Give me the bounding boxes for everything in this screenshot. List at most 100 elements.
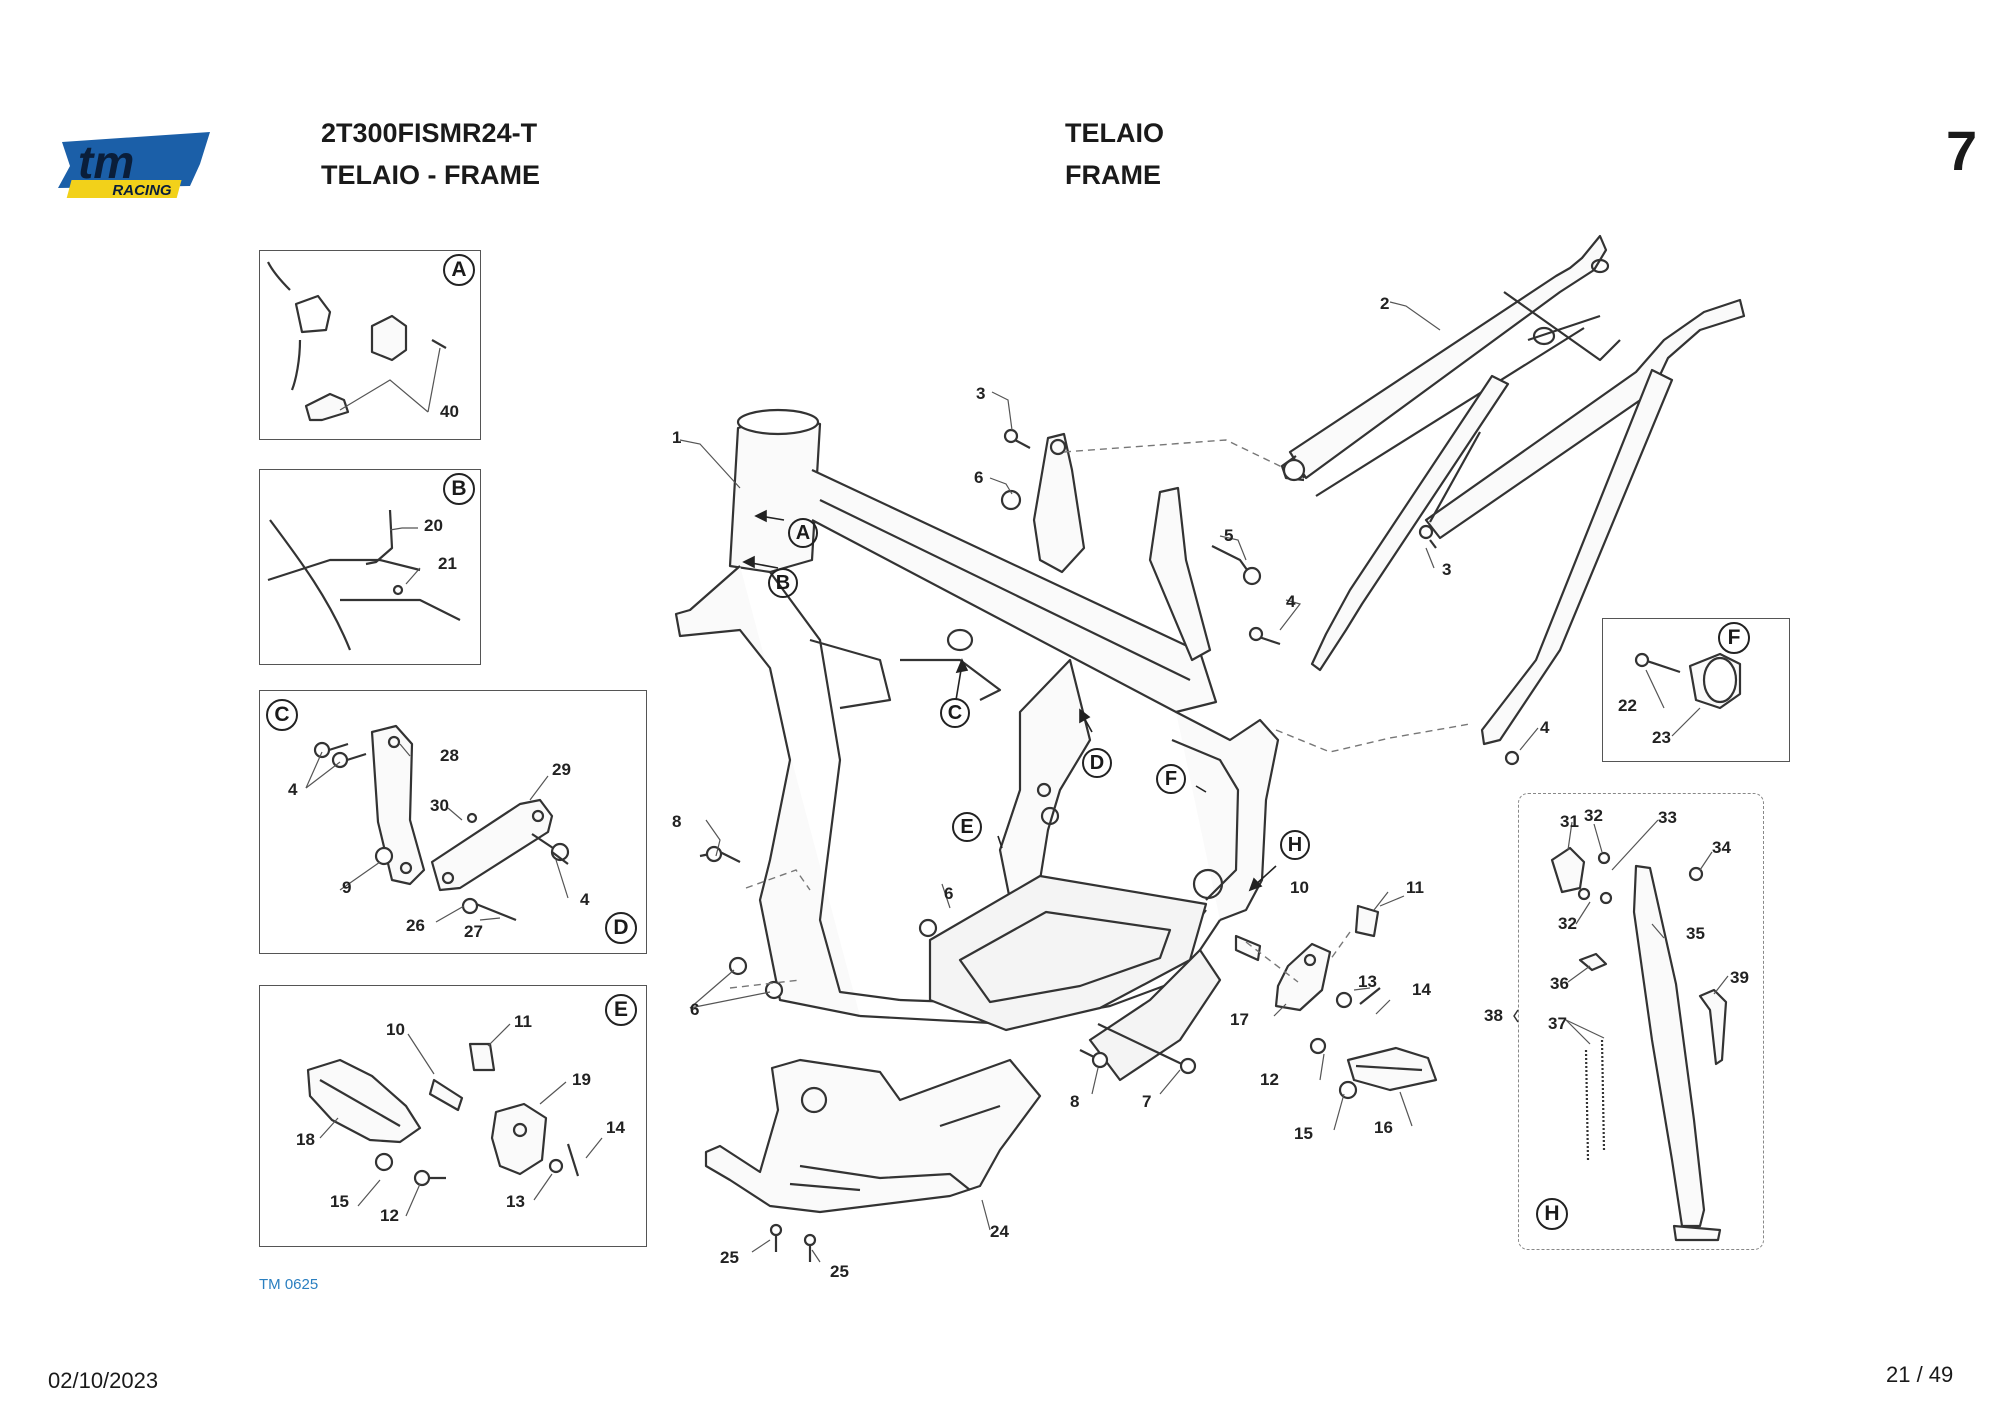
spring-37a: [1584, 1049, 1590, 1161]
model-code: 2T300FISMR24-T: [321, 118, 538, 148]
part-label-32b: 32: [1558, 914, 1577, 933]
part-label-38: 38: [1484, 1006, 1503, 1025]
part-label-33: 33: [1658, 808, 1677, 827]
bracket-19: [490, 1102, 548, 1176]
detail-callout-e: E: [605, 994, 637, 1026]
bracket-29: [430, 798, 554, 892]
detail-panel-e: [259, 985, 647, 1247]
part-label-34: 34: [1712, 838, 1731, 857]
svg-text:RACING: RACING: [112, 182, 171, 199]
sensor-39: [1698, 988, 1728, 1066]
detail-callout-d: D: [605, 912, 637, 944]
part-label-27: 27: [464, 922, 483, 941]
part-label-4b: 4: [1540, 718, 1550, 737]
part-label-40: 40: [440, 402, 459, 421]
part-label-7: 7: [1142, 1092, 1152, 1111]
part-label-14b: 14: [606, 1118, 625, 1137]
steering-head: [728, 414, 822, 574]
ignition-lock: [370, 314, 408, 362]
front-down-tube: [674, 565, 861, 1018]
rear-subframe: [1288, 234, 1608, 480]
footpeg-bracket-17: [1274, 942, 1332, 1012]
part-label-30: 30: [430, 796, 449, 815]
part-label-17: 17: [1230, 1010, 1249, 1029]
bushing-11: [1354, 904, 1380, 938]
group-title-it: TELAIO: [1065, 118, 1164, 148]
part-label-39: 39: [1730, 968, 1749, 987]
print-date: 02/10/2023: [48, 1368, 159, 1393]
spring-14: [566, 1143, 580, 1177]
pivot-plate: [998, 658, 1092, 902]
detail-panel-b: [259, 469, 481, 665]
marker-d: D: [1082, 748, 1112, 778]
marker-c: C: [940, 698, 970, 728]
part-label-28: 28: [440, 746, 459, 765]
part-label-21: 21: [438, 554, 457, 573]
clip-20: [365, 509, 394, 566]
part-label-4d: 4: [580, 890, 590, 909]
part-label-19: 19: [572, 1070, 591, 1089]
switch-31: [1550, 846, 1586, 894]
skid-plate: [704, 1058, 1042, 1214]
part-label-4: 4: [1286, 592, 1296, 611]
part-label-16: 16: [1374, 1118, 1393, 1137]
detail-callout-h: H: [1536, 1198, 1568, 1230]
part-label-2: 2: [1380, 294, 1390, 313]
backbone-tube: [811, 469, 1218, 714]
part-label-25: 25: [720, 1248, 739, 1267]
rear-frame-loop: [1175, 711, 1280, 922]
pin-10: [1234, 934, 1262, 962]
detail-callout-b: B: [443, 473, 475, 505]
part-label-3b: 3: [1442, 560, 1452, 579]
part-label-6b: 6: [944, 884, 954, 903]
page-pagination: 21 / 49: [1886, 1362, 1954, 1387]
part-label-37: 37: [1548, 1014, 1567, 1033]
footpeg-18: [306, 1058, 422, 1144]
part-label-15: 15: [1294, 1124, 1313, 1143]
part-label-29: 29: [552, 760, 571, 779]
page-number: 7: [1946, 119, 1978, 182]
part-label-18: 18: [296, 1130, 315, 1149]
part-label-23: 23: [1652, 728, 1671, 747]
subframe-lower-left: [1310, 374, 1510, 672]
bolt-27: [475, 902, 517, 922]
part-label-9: 9: [342, 878, 352, 897]
key: [304, 392, 350, 422]
bracket-36: [1578, 952, 1608, 972]
bushing-11-detail: [468, 1042, 496, 1072]
part-label-12: 12: [1260, 1070, 1279, 1089]
part-label-11: 11: [1406, 878, 1424, 897]
part-label-3: 3: [976, 384, 986, 403]
part-label-8: 8: [672, 812, 682, 831]
drawing-reference: TM 0625: [259, 1276, 319, 1293]
part-label-6: 6: [974, 468, 984, 487]
part-label-10b: 10: [386, 1020, 405, 1039]
part-label-13: 13: [1358, 972, 1377, 991]
part-label-8b: 8: [1070, 1092, 1080, 1111]
part-label-12b: 12: [380, 1206, 399, 1225]
section-title: TELAIO - FRAME: [321, 160, 540, 190]
part-label-26: 26: [406, 916, 425, 935]
long-bolt-7: [1097, 1023, 1187, 1067]
marker-b: B: [768, 568, 798, 598]
detail-callout-c: C: [266, 699, 298, 731]
group-title-en: FRAME: [1065, 160, 1161, 190]
part-label-36: 36: [1550, 974, 1569, 993]
upper-engine-mount: [1032, 432, 1086, 574]
subframe-lower-right: [1480, 368, 1674, 746]
part-label-24: 24: [990, 1222, 1009, 1241]
side-stand-35: [1632, 864, 1706, 1228]
part-label-15b: 15: [330, 1192, 349, 1211]
svg-text:tm: tm: [78, 136, 134, 188]
pin-10-detail: [428, 1078, 464, 1112]
bolt-5: [1211, 545, 1251, 575]
part-label-11b: 11: [514, 1012, 532, 1031]
marker-h: H: [1280, 830, 1310, 860]
part-label-1: 1: [672, 428, 682, 447]
part-label-4c: 4: [288, 780, 298, 799]
part-label-31: 31: [1560, 812, 1579, 831]
detail-panel-c-d: [259, 690, 647, 954]
part-label-35: 35: [1686, 924, 1705, 943]
part-label-25b: 25: [830, 1262, 849, 1281]
marker-a: A: [788, 518, 818, 548]
